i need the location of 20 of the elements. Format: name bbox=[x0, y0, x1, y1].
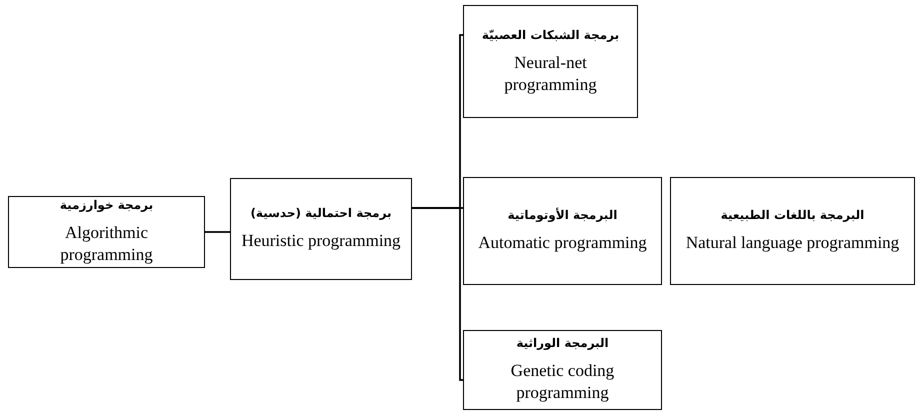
process-box bbox=[670, 177, 915, 285]
process-box bbox=[463, 177, 662, 285]
arabic-title: برمجة احتمالية (حدسية) bbox=[250, 206, 392, 220]
connector-line bbox=[412, 207, 463, 381]
connector-line bbox=[205, 231, 230, 233]
arabic-title: البرمجة الأوتوماتية bbox=[508, 208, 618, 222]
arabic-title: البرمجة باللغات الطبيعية bbox=[720, 208, 864, 222]
arabic-title: برمجة الشبكات العصبيّة bbox=[482, 28, 620, 42]
process-box bbox=[463, 5, 638, 118]
arabic-title: البرمجة الوراثية bbox=[516, 336, 609, 350]
process-box bbox=[8, 196, 205, 268]
english-title: Genetic coding programming bbox=[510, 360, 616, 404]
english-title: Neural-net programming bbox=[503, 52, 598, 96]
process-box bbox=[463, 330, 662, 410]
english-title: Natural language programming bbox=[686, 232, 900, 254]
english-title: Heuristic programming bbox=[241, 230, 401, 252]
english-title: Automatic programming bbox=[478, 232, 647, 254]
english-title: Algorithmic programming bbox=[59, 222, 154, 266]
process-box bbox=[230, 178, 412, 280]
arabic-title: برمجة خوارزمية bbox=[60, 198, 154, 212]
